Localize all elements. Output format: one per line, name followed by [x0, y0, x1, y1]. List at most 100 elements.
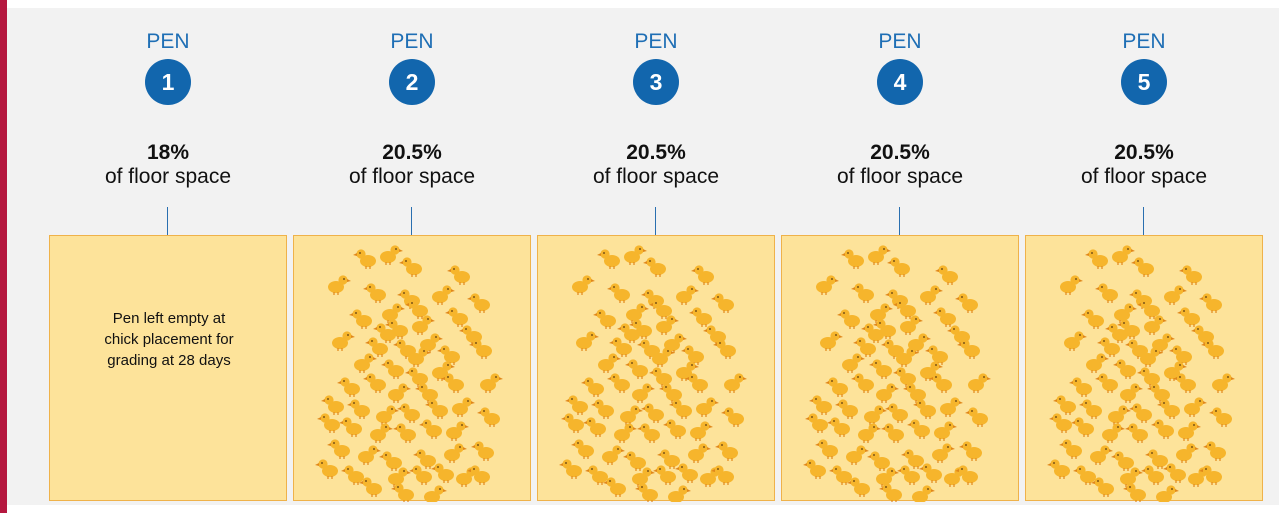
- chick-icon: [1169, 345, 1192, 365]
- chick-icon: [393, 423, 416, 443]
- chick-icon: [835, 399, 858, 419]
- connector-line: [655, 207, 656, 235]
- chick-icon: [1073, 465, 1096, 485]
- chick-icon: [1129, 403, 1152, 423]
- chick-icon: [614, 423, 637, 443]
- pen-number-badge: 1: [145, 59, 191, 105]
- chick-icon: [1137, 299, 1160, 319]
- chick-icon: [620, 405, 643, 425]
- chick-icon: [559, 459, 582, 479]
- chick-icon: [925, 345, 948, 365]
- connector-line: [899, 207, 900, 235]
- chick-icon: [373, 323, 396, 343]
- chick-icon: [327, 439, 350, 459]
- chick-icon: [1069, 377, 1092, 397]
- chick-icon: [649, 367, 672, 387]
- chick-icon: [480, 373, 503, 393]
- chick-icon: [359, 477, 382, 497]
- chick-icon: [815, 439, 838, 459]
- chick-icon: [1108, 405, 1131, 425]
- pen-number-badge: 3: [633, 59, 679, 105]
- chick-icon: [858, 423, 881, 443]
- chick-icon: [805, 413, 828, 433]
- chick-icon: [363, 373, 386, 393]
- chick-icon: [696, 397, 719, 417]
- chick-icon: [715, 441, 738, 461]
- chick-icon: [846, 445, 869, 465]
- chick-icon: [907, 419, 930, 439]
- chick-icon: [637, 423, 660, 443]
- chick-icon: [959, 441, 982, 461]
- chick-icon: [851, 283, 874, 303]
- chick-icon: [657, 449, 680, 469]
- chick-icon: [467, 293, 490, 313]
- chick-icon: [1112, 245, 1135, 265]
- chick-icon: [842, 353, 865, 373]
- chick-icon: [399, 257, 422, 277]
- chick-icon: [809, 395, 832, 415]
- chick-icon: [617, 323, 640, 343]
- chick-icon: [347, 399, 370, 419]
- chick-icon: [659, 383, 682, 403]
- chick-icon: [929, 373, 952, 393]
- chick-icon: [1102, 423, 1125, 443]
- chick-icon: [380, 245, 403, 265]
- chick-icon: [1091, 477, 1114, 497]
- chick-icon: [685, 373, 708, 393]
- chick-icon: [1047, 459, 1070, 479]
- chick-icon: [825, 377, 848, 397]
- chick-icon: [1105, 323, 1128, 343]
- chick-icon: [675, 463, 698, 483]
- chick-icon: [432, 285, 455, 305]
- chick-icon: [467, 465, 490, 485]
- pen-title: PEN: [878, 30, 922, 53]
- chick-icon: [932, 443, 955, 463]
- pen-title: PEN: [634, 30, 678, 53]
- top-border: [7, 0, 1279, 8]
- chick-icon: [827, 417, 850, 437]
- chick-icon: [382, 303, 405, 323]
- pen-title: PEN: [390, 30, 434, 53]
- chick-icon: [900, 315, 923, 335]
- chick-icon: [365, 337, 388, 357]
- chick-icon: [920, 285, 943, 305]
- chick-icon: [597, 249, 620, 269]
- pen-area: [537, 235, 775, 502]
- chick-icon: [901, 449, 924, 469]
- chick-icon: [1164, 285, 1187, 305]
- chick-icon: [363, 283, 386, 303]
- chick-icon: [879, 483, 902, 502]
- chick-icon: [408, 347, 431, 367]
- chick-icon: [629, 319, 652, 339]
- chick-icon: [1156, 485, 1179, 502]
- chick-icon: [851, 373, 874, 393]
- pen-4: PEN 4 20.5% of floor space: [780, 0, 1020, 513]
- chick-icon: [328, 275, 351, 295]
- floor-space-label: of floor space: [592, 165, 720, 188]
- chick-icon: [431, 463, 454, 483]
- chick-icon: [413, 449, 436, 469]
- floor-space-label: of floor space: [1080, 165, 1208, 188]
- chick-icon: [635, 483, 658, 502]
- chick-icon: [1144, 315, 1167, 335]
- chick-icon: [641, 403, 664, 423]
- chick-icon: [409, 465, 432, 485]
- chick-icon: [816, 275, 839, 295]
- chick-icon: [713, 339, 736, 359]
- chick-icon: [317, 413, 340, 433]
- chick-icon: [1059, 439, 1082, 459]
- chick-icon: [1049, 413, 1072, 433]
- chick-icon: [676, 285, 699, 305]
- chick-icon: [585, 465, 608, 485]
- chick-icon: [690, 421, 713, 441]
- chick-icon: [624, 245, 647, 265]
- pen-area: [1025, 235, 1263, 502]
- chick-icon: [691, 265, 714, 285]
- chick-icon: [1111, 451, 1134, 471]
- chick-icon: [968, 373, 991, 393]
- chick-icon: [689, 307, 712, 327]
- chick-icon: [603, 477, 626, 497]
- floor-space-percent: 18%: [146, 141, 190, 164]
- chick-icon: [663, 419, 686, 439]
- chick-icon: [446, 421, 469, 441]
